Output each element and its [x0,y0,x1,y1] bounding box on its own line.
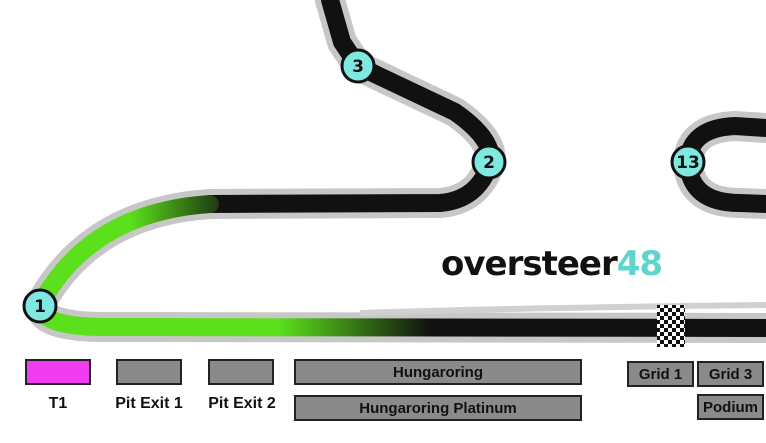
zone-podium-button[interactable]: Podium [697,394,764,420]
zone-pit-exit-2-swatch[interactable] [208,359,274,385]
zone-grid-3-button[interactable]: Grid 3 [697,361,764,387]
svg-text:1: 1 [34,297,46,317]
track-segment-t1[interactable] [31,195,219,314]
svg-text:3: 3 [352,57,364,77]
zone-hungaroring-button[interactable]: Hungaroring [294,359,582,385]
zone-t1-swatch[interactable] [25,359,91,385]
legend-label-t1: T1 [48,395,68,412]
turn-marker-2[interactable]: 2 [471,144,507,180]
turn-marker-13[interactable]: 13 [670,144,706,180]
svg-text:2: 2 [483,153,495,173]
turn-marker-1[interactable]: 1 [22,288,58,324]
svg-text:13: 13 [676,153,700,173]
legend-label-pit-exit-1: Pit Exit 1 [115,395,183,412]
brand-suffix: 48 [616,244,663,284]
zone-grid-1-button[interactable]: Grid 1 [627,361,694,387]
turn-marker-3[interactable]: 3 [340,48,376,84]
checkered-flag-icon [657,305,685,347]
pit-lane [359,302,766,316]
zone-pit-exit-1-swatch[interactable] [116,359,182,385]
brand-name: oversteer [441,244,618,284]
brand-logo: oversteer48 [441,244,663,284]
zone-hungaroring-platinum-button[interactable]: Hungaroring Platinum [294,395,582,421]
legend-label-pit-exit-2: Pit Exit 2 [208,395,276,412]
